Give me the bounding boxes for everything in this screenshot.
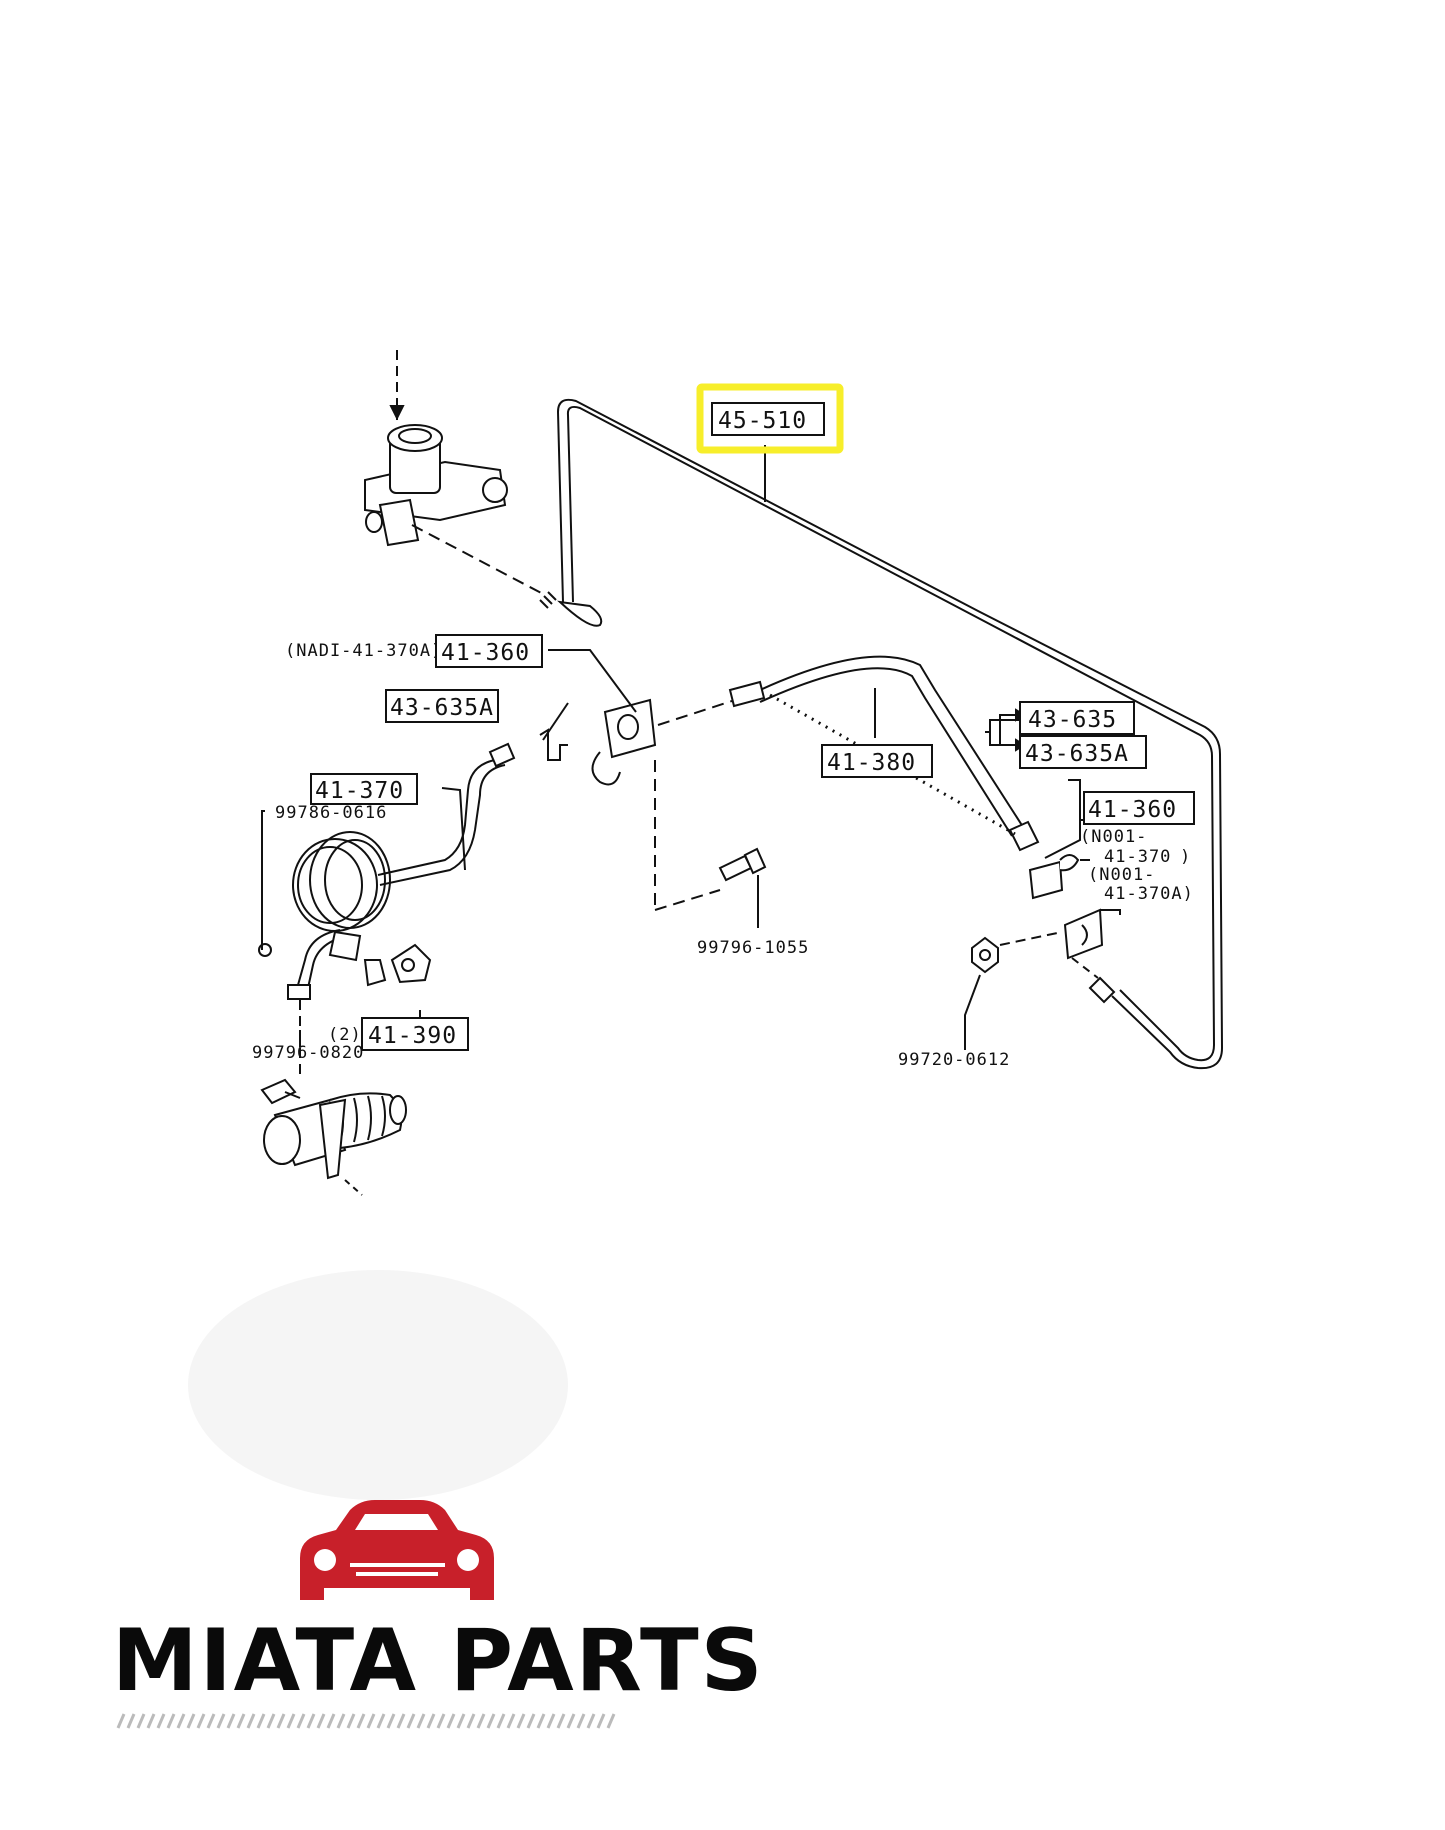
callout-box-43-635 xyxy=(1019,701,1135,735)
bolt-99796-1055 xyxy=(718,847,767,915)
callout-n001-a2: 41-370 xyxy=(1104,847,1171,867)
callout-99796-0820: 99796-0820 xyxy=(252,1043,364,1063)
clutch-flex-hose-41-380 xyxy=(728,655,1040,852)
callout-nadi-41-370a: (NADI-41-370A) xyxy=(285,641,442,661)
bracket-left xyxy=(539,698,736,911)
brand-underline-hatch xyxy=(116,1713,616,1729)
callout-box-41-370 xyxy=(310,773,418,805)
clutch-release-cylinder xyxy=(260,1000,407,1196)
callout-n001-a3: ) xyxy=(1180,847,1191,867)
callout-99796-1055: 99796-1055 xyxy=(697,938,809,958)
callout-qty-2: (2) xyxy=(328,1025,362,1045)
bracket-right xyxy=(971,854,1104,979)
callout-n001-a: (N001- xyxy=(1080,827,1147,847)
callout-41-360-left: 41-360 xyxy=(441,640,530,666)
callout-41-380: 41-380 xyxy=(827,750,916,776)
callout-n001-b2: 41-370A) xyxy=(1104,884,1194,904)
brand-name: MIATA PARTS xyxy=(112,1611,765,1711)
callout-43-635a-right: 43-635A xyxy=(1025,741,1129,767)
clutch-master-cylinder xyxy=(364,350,546,596)
callout-box-41-380 xyxy=(821,744,933,778)
callout-45-510: 45-510 xyxy=(718,408,807,434)
callout-41-370: 41-370 xyxy=(315,778,404,804)
callout-box-41-360 xyxy=(435,634,543,668)
callout-99720-0612: 99720-0612 xyxy=(898,1050,1010,1070)
callout-41-390: 41-390 xyxy=(368,1023,457,1049)
callout-41-360-right: 41-360 xyxy=(1088,797,1177,823)
callout-box-41-360-right xyxy=(1083,791,1195,825)
callout-box-43-635a xyxy=(385,689,499,723)
clutch-pipe-45-510 xyxy=(539,398,1224,1070)
callout-box-43-635a-right xyxy=(1019,735,1147,769)
clutch-pipe-41-370 xyxy=(258,742,516,1000)
car-logo-icon xyxy=(300,1500,494,1600)
callout-box-45-510 xyxy=(711,402,825,436)
callout-43-635: 43-635 xyxy=(1028,707,1117,733)
faint-watermark-smudge xyxy=(188,1270,568,1500)
highlight-45-510 xyxy=(696,383,844,454)
callout-43-635a-left: 43-635A xyxy=(390,695,494,721)
callout-99786-0616: 99786-0616 xyxy=(275,803,387,823)
callout-box-41-390 xyxy=(361,1017,469,1051)
callout-n001-b: (N001- xyxy=(1088,865,1155,885)
